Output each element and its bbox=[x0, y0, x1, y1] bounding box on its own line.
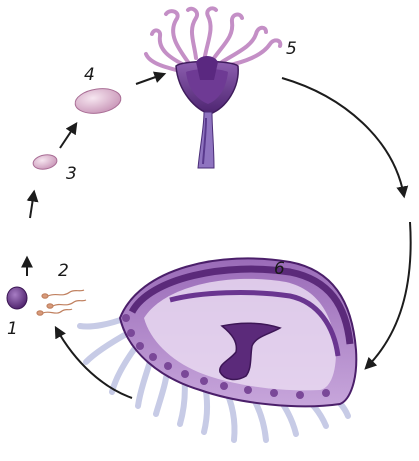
stage-label-5: 5 bbox=[286, 39, 297, 59]
arrow-to-stage-3 bbox=[30, 192, 34, 218]
stage-label-4: 4 bbox=[84, 65, 95, 85]
medusa-illustration bbox=[80, 258, 356, 440]
stage-label-3: 3 bbox=[66, 164, 77, 184]
stage-label-6: 6 bbox=[274, 259, 285, 279]
egg-cell bbox=[7, 287, 27, 309]
stage-label-1: 1 bbox=[7, 319, 18, 339]
planula-larva-large bbox=[74, 86, 123, 116]
sperm-cells bbox=[37, 290, 86, 315]
polyp-illustration bbox=[146, 8, 280, 168]
arrow-polyp-to-medusa bbox=[282, 78, 404, 196]
arrow-to-stage-4 bbox=[60, 124, 76, 148]
arrow-to-stage-5 bbox=[136, 74, 164, 84]
arrow-medusa-down bbox=[366, 222, 411, 368]
planula-larva-small bbox=[32, 153, 58, 171]
stage-label-2: 2 bbox=[58, 261, 69, 281]
